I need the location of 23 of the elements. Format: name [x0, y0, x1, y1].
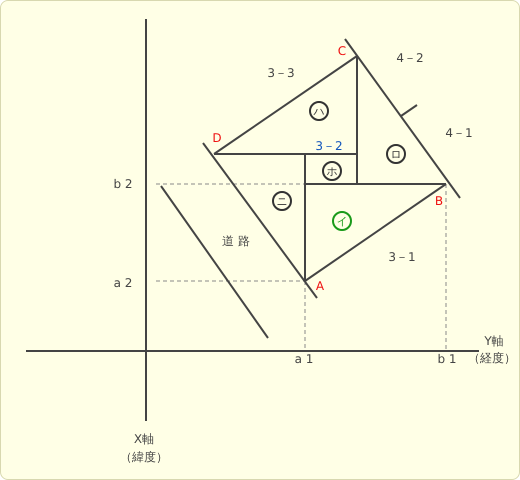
plan-label: 3－1 [388, 251, 416, 263]
circled-letter: ホ [322, 161, 342, 181]
plan-label: （緯度） [120, 451, 168, 463]
plan-label: X軸 [134, 433, 154, 445]
plan-label: （経度） [468, 352, 516, 364]
plan-label: a 2 [114, 277, 132, 289]
circled-letter: ニ [272, 191, 292, 211]
plan-label: D [212, 132, 222, 144]
plan-label: A [316, 280, 324, 292]
plan-label: 4－2 [396, 52, 424, 64]
plan-label: b 2 [113, 178, 133, 190]
plan-label: b 1 [437, 353, 457, 365]
plan-label: 3－2 [315, 140, 343, 152]
circled-letter: イ [332, 211, 352, 231]
plan-label: 道 路 [222, 235, 250, 247]
plan-label: a 1 [294, 353, 314, 365]
plan-label: B [434, 195, 444, 207]
plan-label: C [338, 45, 346, 57]
circled-letter: ハ [309, 101, 329, 121]
plan-label: 3－3 [267, 67, 295, 79]
plan-label: 4－1 [445, 127, 473, 139]
plan-label: Y軸 [484, 335, 504, 347]
circled-letter: ロ [386, 144, 406, 164]
